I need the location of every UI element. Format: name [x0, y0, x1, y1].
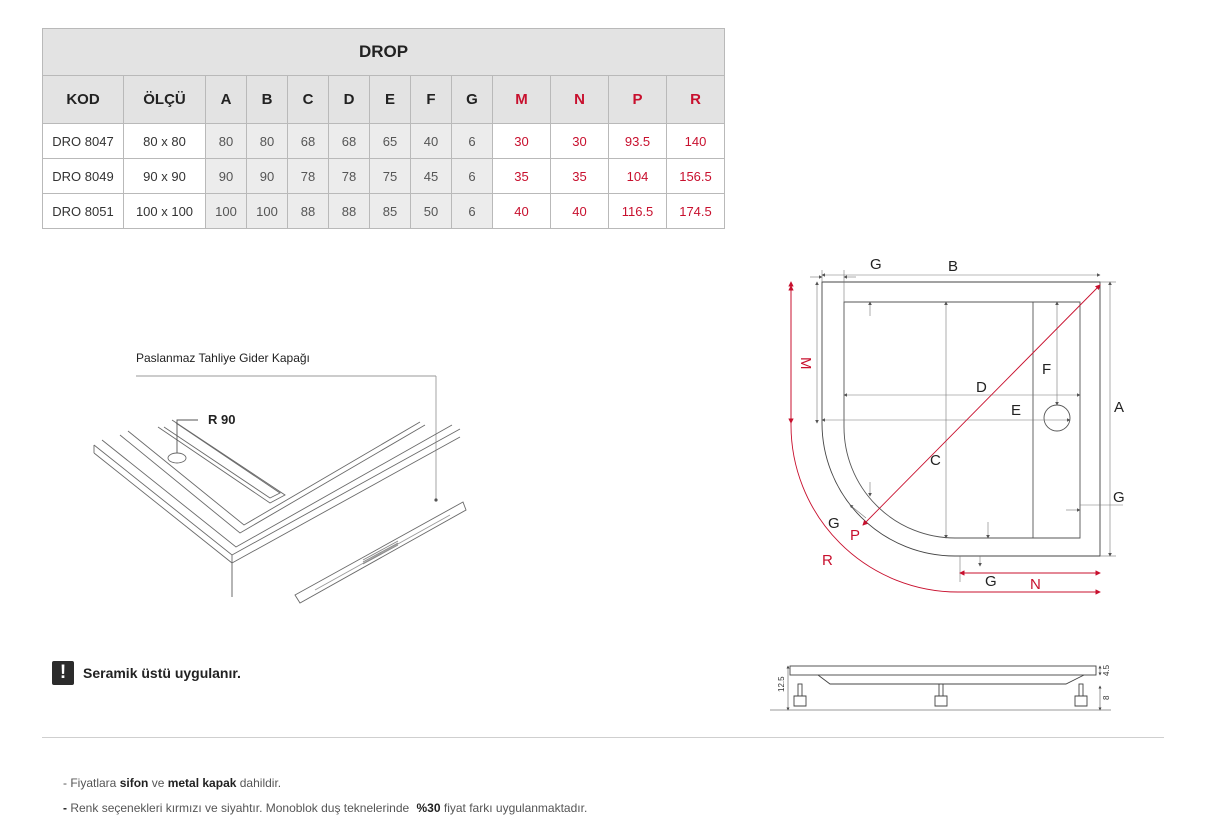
column-header-d: D — [328, 75, 370, 124]
table-cell: 93.5 — [608, 123, 667, 159]
table-cell: 30 — [492, 123, 551, 159]
notice: ! Seramik üstü uygulanır. — [52, 661, 241, 685]
footnote-2-dash: - — [63, 801, 71, 815]
table-cell: 90 — [205, 158, 247, 194]
label-g-top: G — [870, 256, 882, 273]
label-d: D — [976, 379, 987, 396]
notice-text: Seramik üstü uygulanır. — [83, 665, 241, 681]
label-p: P — [850, 527, 860, 544]
label-b: B — [948, 258, 958, 275]
footnote-2-text: fiyat farkı uygulanmaktadır. — [440, 801, 588, 815]
plan-diagram: G B F D E A C G G G M P R N — [788, 256, 1125, 595]
column-header-e: E — [369, 75, 411, 124]
table-cell: 80 x 80 — [123, 123, 206, 159]
footnote-1-bold-sifon: sifon — [119, 776, 149, 790]
footnote-2-bold-percent: %30 — [416, 801, 441, 815]
table-cell: 68 — [328, 123, 370, 159]
table-cell: 80 — [205, 123, 247, 159]
column-header-b: B — [246, 75, 288, 124]
column-header-c: C — [287, 75, 329, 124]
label-n: N — [1030, 576, 1041, 593]
table-cell: DRO 8051 — [42, 193, 124, 229]
column-header-a: A — [205, 75, 247, 124]
footnote-1: - Fiyatlara sifon ve metal kapak dahildi… — [63, 776, 281, 790]
footnote-1-bold-kapak: metal kapak — [167, 776, 237, 790]
label-r: R — [822, 552, 833, 569]
table-cell: 40 — [550, 193, 609, 229]
table-title: DROP — [42, 28, 725, 76]
dim-leg-height: 8 — [1102, 695, 1111, 700]
dim-top-height: 4.5 — [1102, 664, 1111, 676]
table-cell: 6 — [451, 193, 493, 229]
label-g-right: G — [1113, 489, 1125, 506]
side-profile-diagram: 12.5 4.5 8 — [770, 664, 1111, 711]
table-cell: 90 — [246, 158, 288, 194]
table-cell: DRO 8049 — [42, 158, 124, 194]
table-cell: 100 — [246, 193, 288, 229]
dim-total-height: 12.5 — [777, 676, 786, 692]
drain-cover-label: Paslanmaz Tahliye Gider Kapağı — [136, 351, 310, 365]
table-cell: 30 — [550, 123, 609, 159]
table-cell: 68 — [287, 123, 329, 159]
column-header-f: F — [410, 75, 452, 124]
table-cell: 75 — [369, 158, 411, 194]
column-header-n: N — [550, 75, 609, 124]
label-c: C — [930, 452, 941, 469]
table-cell: 35 — [550, 158, 609, 194]
table-cell: 88 — [287, 193, 329, 229]
tray-corner-illustration: Paslanmaz Tahliye Gider Kapağı R 90 — [93, 351, 467, 604]
warning-icon: ! — [52, 661, 74, 685]
footnote-1-text: dahildir. — [236, 776, 282, 790]
table-cell: 88 — [328, 193, 370, 229]
table-cell: 45 — [410, 158, 452, 194]
label-g-diag: G — [828, 515, 840, 532]
table-cell: 6 — [451, 123, 493, 159]
table-cell: 85 — [369, 193, 411, 229]
table-cell: 6 — [451, 158, 493, 194]
table-cell: 100 x 100 — [123, 193, 206, 229]
label-m: M — [797, 357, 814, 370]
table-cell: 174.5 — [666, 193, 725, 229]
table-cell: 116.5 — [608, 193, 667, 229]
column-header-p: P — [608, 75, 667, 124]
column-header-g: G — [451, 75, 493, 124]
footnote-2: - Renk seçenekleri kırmızı ve siyahtır. … — [63, 801, 587, 815]
column-header-r: R — [666, 75, 725, 124]
table-cell: 80 — [246, 123, 288, 159]
table-cell: DRO 8047 — [42, 123, 124, 159]
column-header-m: M — [492, 75, 551, 124]
table-cell: 100 — [205, 193, 247, 229]
table-cell: 35 — [492, 158, 551, 194]
table-cell: 40 — [492, 193, 551, 229]
table-cell: 78 — [328, 158, 370, 194]
footnote-2-text: Renk seçenekleri kırmızı ve siyahtır. Mo… — [70, 801, 413, 815]
label-g-bottom: G — [985, 573, 997, 590]
column-header-l: ÖLÇÜ — [123, 75, 206, 124]
table-cell: 140 — [666, 123, 725, 159]
label-e: E — [1011, 402, 1021, 419]
table-cell: 40 — [410, 123, 452, 159]
label-f: F — [1042, 361, 1051, 378]
footnote-1-text: ve — [148, 776, 168, 790]
footnote-1-text: - Fiyatlara — [63, 776, 120, 790]
column-header-kod: KOD — [42, 75, 124, 124]
table-cell: 156.5 — [666, 158, 725, 194]
table-cell: 50 — [410, 193, 452, 229]
table-cell: 78 — [287, 158, 329, 194]
divider — [42, 737, 1164, 738]
table-cell: 90 x 90 — [123, 158, 206, 194]
label-a: A — [1114, 399, 1124, 416]
table-cell: 104 — [608, 158, 667, 194]
table-cell: 65 — [369, 123, 411, 159]
radius-label: R 90 — [208, 412, 235, 427]
